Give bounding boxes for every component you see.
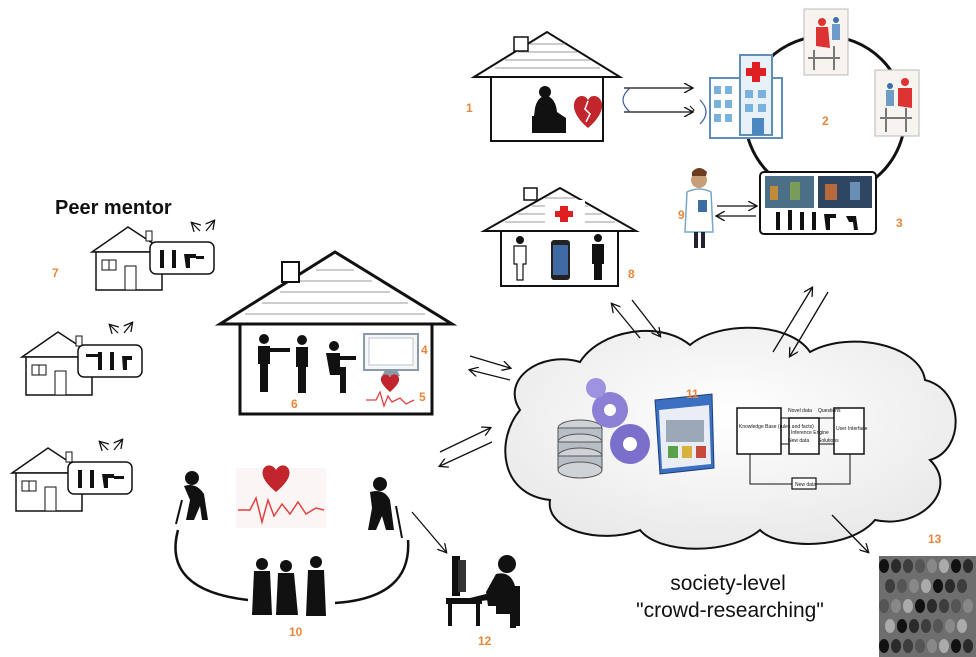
crowd-head (933, 619, 943, 633)
crowd-head (903, 599, 913, 613)
svg-text:New data: New data (788, 438, 809, 444)
peer-mentor-house-3 (9, 440, 133, 512)
rehab-photo-top (803, 8, 849, 76)
exercising-people-silhouettes (258, 334, 356, 393)
label-1: 1 (466, 101, 473, 115)
ecg-icon (366, 390, 415, 409)
label-12: 12 (478, 634, 492, 648)
crowd-head (915, 599, 925, 613)
svg-text:Solutions: Solutions (818, 438, 839, 444)
crowd-head (927, 639, 937, 653)
connection-arrows (411, 288, 868, 552)
label-13: 13 (928, 532, 942, 546)
crowd-head (891, 599, 901, 613)
clinic-house (480, 186, 640, 287)
svg-text:Questions: Questions (818, 408, 841, 414)
label-4: 4 (421, 343, 428, 357)
crowd-head (957, 619, 967, 633)
crowd-head (879, 639, 889, 653)
red-cross-icon (555, 206, 573, 222)
crowd-head (957, 579, 967, 593)
doctor-icon (684, 168, 714, 248)
crowd-head (945, 579, 955, 593)
caption-line-2: "crowd-researching" (636, 599, 824, 622)
label-3: 3 (896, 216, 903, 230)
crowd-head (903, 559, 913, 573)
crowd-head (879, 559, 889, 573)
web-app-screenshot (654, 393, 715, 475)
svg-text:Knowledge Base (rules and fact: Knowledge Base (rules and facts) (739, 424, 814, 430)
label-2: 2 (822, 114, 829, 128)
database-gears-icon (557, 378, 650, 479)
crowd-head (951, 599, 961, 613)
crowd-head (891, 639, 901, 653)
heart-icon (380, 374, 400, 392)
exercise-screen (759, 171, 877, 235)
label-8: 8 (628, 267, 635, 281)
crowd-head (885, 619, 895, 633)
crowd-head (903, 639, 913, 653)
house1-hospital-arrows (622, 88, 707, 125)
elderly-community-group (174, 465, 410, 616)
crowd-head (915, 639, 925, 653)
label-10: 10 (289, 625, 303, 639)
home-patient-house (470, 30, 624, 142)
hospital-icon (709, 54, 783, 139)
crowd-image (879, 556, 976, 657)
svg-text:Inference Engine: Inference Engine (791, 430, 829, 436)
peer-mentor-title: Peer mentor (55, 197, 172, 219)
crowd-head (933, 579, 943, 593)
label-11: 11 (686, 387, 699, 401)
svg-text:Novel data: Novel data (788, 408, 812, 414)
expert-system-diagram: Knowledge Base (rules and facts) Inferen… (736, 407, 868, 490)
crowd-head (921, 619, 931, 633)
main-home-house (214, 250, 458, 416)
crowd-head (897, 579, 907, 593)
svg-text:New data: New data (795, 482, 816, 488)
crowd-head (963, 559, 973, 573)
svg-text:User Interface: User Interface (836, 426, 868, 432)
ecg-icon (238, 495, 325, 525)
crowd-head (951, 559, 961, 573)
crowd-head (909, 579, 919, 593)
label-5: 5 (419, 390, 426, 404)
crowd-head (891, 559, 901, 573)
seated-person-icon (532, 95, 566, 133)
crowd-head (927, 559, 937, 573)
crowd-head (909, 619, 919, 633)
peer-mentor-house-1 (89, 221, 214, 291)
crowd-head (951, 639, 961, 653)
crowd-head (939, 559, 949, 573)
crowd-head (897, 619, 907, 633)
crowd-head (927, 599, 937, 613)
crowd-head (939, 599, 949, 613)
crowd-head (879, 599, 889, 613)
crowd-head (885, 579, 895, 593)
crowd-head (915, 559, 925, 573)
label-6: 6 (291, 397, 298, 411)
label-7: 7 (52, 266, 59, 280)
researcher-at-computer-icon (446, 555, 520, 628)
crowd-head (939, 639, 949, 653)
caption-line-1: society-level (670, 572, 786, 595)
heart-icon (262, 465, 290, 492)
cloud (504, 326, 957, 550)
label-9: 9 (678, 208, 685, 222)
peer-mentor-house-2 (19, 323, 143, 396)
crowd-head (963, 639, 973, 653)
crowd-head (963, 599, 973, 613)
crowd-head (921, 579, 931, 593)
crowd-head (945, 619, 955, 633)
rehab-photo-right (874, 69, 920, 137)
